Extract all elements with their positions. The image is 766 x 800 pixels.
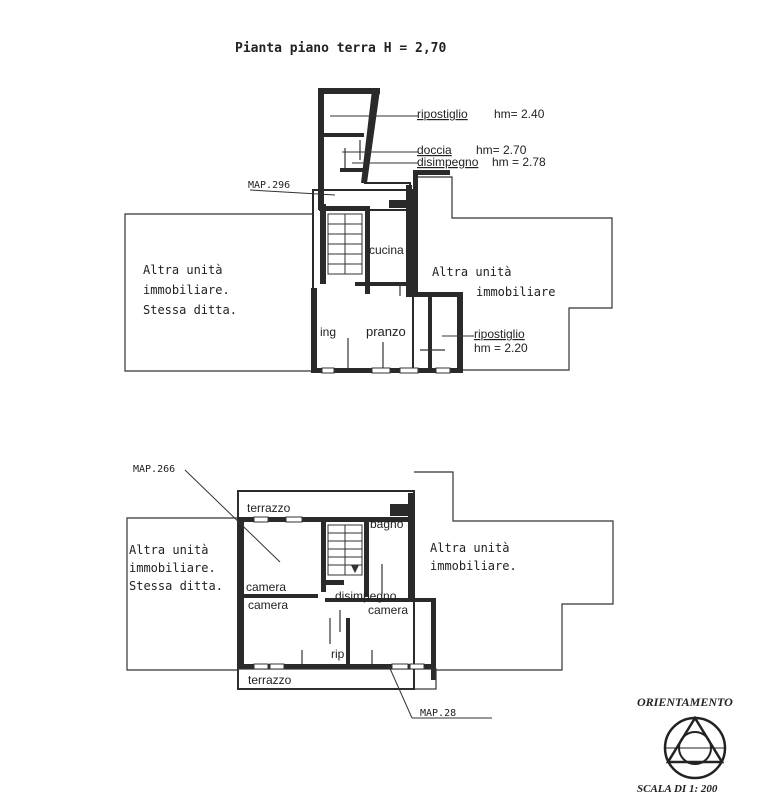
label-bagno: bagno [370,517,404,531]
label-rip: rip [331,647,345,661]
label-map-266: MAP.266 [133,464,175,475]
label-doccia-hm: hm= 2.70 [476,143,527,157]
orientation-block: ORIENTAMENTO SCALA DI 1: 200 [637,695,733,795]
left-neighbour-outline [124,213,312,372]
ground-stair [327,213,363,275]
north-compass-icon [663,715,727,780]
label-terrazzo-bottom: terrazzo [248,673,292,687]
scale-label: SCALA DI 1: 200 [637,783,718,795]
ground-floor-plan: ripostiglio hm= 2.40 doccia hm= 2.70 dis… [124,88,613,374]
label-ripostiglio-bottom-hm: hm = 2.20 [474,341,528,355]
label-camera-left-lower: camera [248,598,288,612]
label-ing: ing [320,325,336,339]
left-unit-text-first: Altra unità immobiliare. Stessa ditta. [129,543,223,593]
right-neighbour-outline-first [414,471,614,671]
plan-title: Pianta piano terra H = 2,70 [235,41,446,56]
left-unit-text: Altra unità immobiliare. Stessa ditta. [143,263,237,317]
label-disimpegno-ground: disimpegno [417,155,479,169]
label-terrazzo-top: terrazzo [247,501,291,515]
right-neighbour-outline [415,176,613,371]
label-pranzo: pranzo [366,324,406,339]
label-camera-left-upper: camera [246,580,286,594]
label-ripostiglio-top: ripostiglio [417,107,468,121]
label-camera-right: camera [368,603,408,617]
right-unit-text-first: Altra unità immobiliare. [430,541,517,573]
orientation-label: ORIENTAMENTO [637,695,733,709]
label-doccia: doccia [417,143,452,157]
label-map-28: MAP.28 [420,708,456,719]
label-disimpegno-first: disimpegno [335,589,397,603]
label-ripostiglio-top-hm: hm= 2.40 [494,107,545,121]
label-map-296: MAP.296 [248,180,290,191]
left-neighbour-outline-first [126,517,238,671]
right-unit-text: Altra unità immobiliare [432,265,555,299]
label-ripostiglio-bottom: ripostiglio [474,327,525,341]
first-floor-stair [327,524,363,576]
label-disimpegno-hm: hm = 2.78 [492,155,546,169]
first-floor-plan: MAP.266 terrazzo bagno camera camera dis… [126,464,614,719]
label-cucina: cucina [369,243,404,257]
